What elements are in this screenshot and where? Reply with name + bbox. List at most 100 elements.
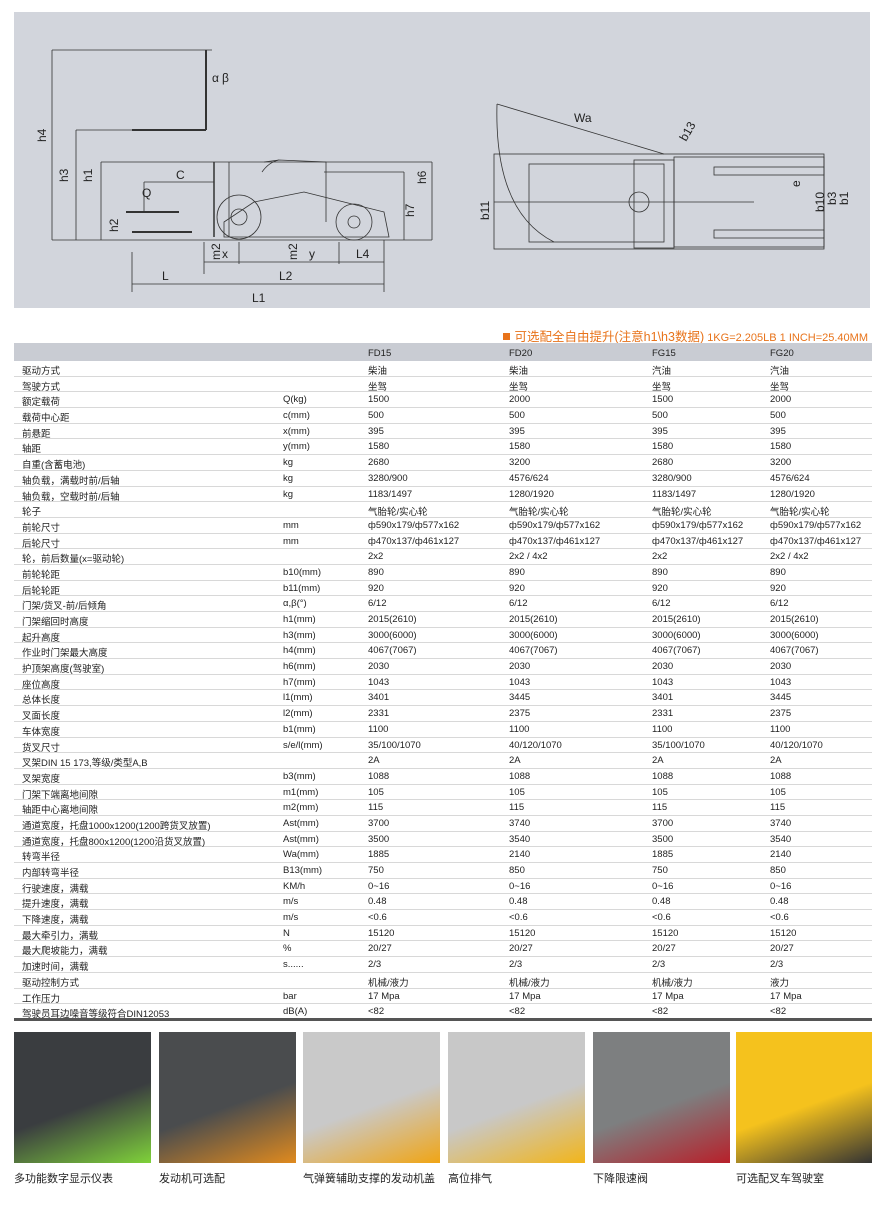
spec-unit: Q(kg) (283, 394, 307, 406)
value-fd20: ф470x137/ф461x127 (509, 535, 601, 547)
value-fd15: 2A (368, 755, 380, 767)
value-fg20: ф470x137/ф461x127 (770, 535, 862, 547)
value-fd15: 3500 (368, 833, 390, 845)
value-fd15: 35/100/1070 (368, 739, 421, 751)
label-b11: b11 (478, 201, 492, 220)
value-fg15: 2030 (652, 661, 674, 673)
spec-unit: Ast(mm) (283, 833, 319, 845)
value-fg20: 500 (770, 410, 786, 422)
value-fd15: 2/3 (368, 959, 382, 971)
value-fd20: 1100 (509, 723, 530, 735)
value-fg20: 105 (770, 786, 786, 798)
label-m2-front: m2 (209, 243, 223, 260)
spec-label: 驱动控制方式 (22, 977, 80, 989)
value-fd20: 395 (509, 425, 525, 437)
value-fg15: 2/3 (652, 959, 666, 971)
value-fd20: 2030 (509, 661, 531, 673)
spec-label: 总体长度 (22, 695, 61, 707)
value-fd20: 1580 (509, 441, 531, 453)
spec-unit: l2(mm) (283, 708, 313, 720)
label-h7: h7 (403, 203, 417, 217)
value-fg15: 1100 (652, 723, 673, 735)
value-fd15: 6/12 (368, 598, 387, 610)
spec-label: 前悬距 (22, 428, 51, 440)
value-fg15: 坐驾 (652, 381, 672, 393)
spec-label: 前轮尺寸 (22, 522, 61, 534)
value-fg15: <82 (652, 1006, 669, 1018)
value-fd20: 气胎轮/实心轮 (509, 507, 569, 519)
spec-unit: m2(mm) (283, 802, 319, 814)
spec-label: 轮，前后数量(x=驱动轮) (22, 554, 125, 566)
photo-caption: 发动机可选配 (159, 1172, 225, 1185)
value-fg20: 3000(6000) (770, 629, 819, 641)
spec-label: 行驶速度，满载 (22, 883, 89, 895)
value-fd15: 2331 (368, 708, 390, 720)
value-fg20: 0~16 (770, 880, 792, 892)
value-fd15: 1500 (368, 394, 390, 406)
value-fg20: 1280/1920 (770, 488, 815, 500)
spec-unit: Ast(mm) (283, 817, 319, 829)
label-x: x (222, 247, 228, 261)
value-fg20: <82 (770, 1006, 787, 1018)
value-fd20: 2x2 / 4x2 (509, 551, 548, 563)
value-fd20: 2/3 (509, 959, 523, 971)
value-fg20: 3445 (770, 692, 792, 704)
value-fg15: 890 (652, 566, 668, 578)
value-fd20: ф590x179/ф577x162 (509, 519, 601, 531)
value-fd20: 0~16 (509, 880, 531, 892)
spec-label: 通道宽度，托盘800x1200(1200沿货叉放置) (22, 836, 206, 848)
spec-unit: m/s (283, 896, 299, 908)
value-fd20: 3200 (509, 457, 531, 469)
value-fg20: 20/27 (770, 943, 794, 955)
value-fg15: 1088 (652, 770, 674, 782)
value-fd15: 2680 (368, 457, 390, 469)
photo-caption: 可选配叉车驾驶室 (736, 1172, 824, 1185)
value-fd15: 3700 (368, 817, 390, 829)
spec-label: 最大爬坡能力，满载 (22, 946, 108, 958)
value-fd15: 115 (368, 802, 384, 814)
value-fg20: 6/12 (770, 598, 789, 610)
value-fd20: 15120 (509, 927, 536, 939)
value-fg15: 3500 (652, 833, 674, 845)
spec-unit: b11(mm) (283, 582, 321, 594)
value-fd20: 17 Mpa (509, 990, 541, 1002)
spec-label: 提升速度，满载 (22, 899, 89, 911)
spec-unit: h6(mm) (283, 661, 316, 673)
model-header: FG20 (770, 348, 794, 359)
value-fg20: 3740 (770, 817, 792, 829)
value-fg15: 2331 (652, 708, 674, 720)
label-l4: L4 (356, 247, 370, 261)
value-fd20: 柴油 (509, 366, 529, 377)
value-fd15: 2030 (368, 661, 390, 673)
value-fg20: 920 (770, 582, 786, 594)
value-fd20: 2375 (509, 708, 531, 720)
spec-unit: s...... (283, 959, 304, 971)
model-header: FD20 (509, 348, 533, 359)
spec-label: 轮子 (22, 507, 42, 519)
label-b10: b10 (813, 192, 827, 212)
value-fd20: 2015(2610) (509, 614, 558, 625)
spec-label: 内部转弯半径 (22, 868, 80, 879)
spec-unit: h4(mm) (283, 645, 316, 657)
value-fg15: 0.48 (652, 896, 671, 908)
value-fg15: 500 (652, 410, 668, 422)
spec-label: 座位高度 (22, 679, 61, 691)
spec-label: 起升高度 (22, 632, 61, 644)
spec-label: 轴距 (22, 444, 42, 456)
value-fg15: 115 (652, 802, 668, 814)
value-fg20: 气胎轮/实心轮 (770, 507, 830, 519)
spec-label: 叉架DIN 15 173,等级/类型A,B (22, 758, 148, 770)
feature-photo (159, 1032, 296, 1163)
value-fd20: 0.48 (509, 896, 528, 908)
spec-label: 门架缩回时高度 (22, 617, 89, 628)
